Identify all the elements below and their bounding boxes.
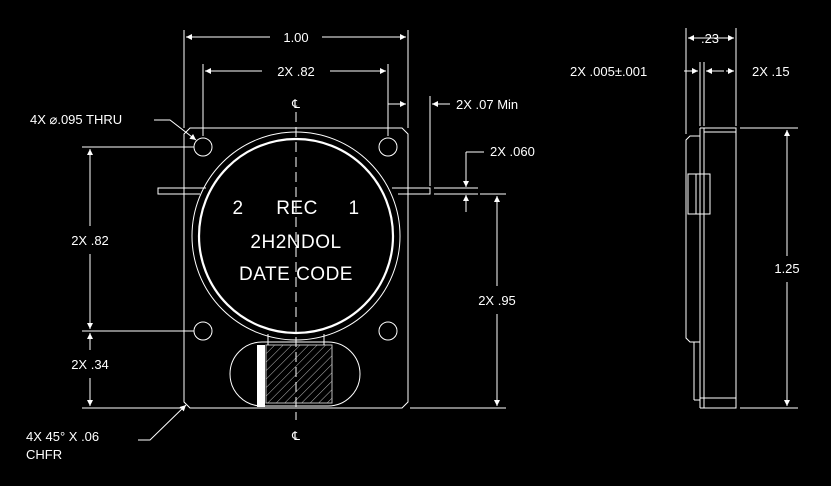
side-view: .23 2X .005±.001 2X .15 1.25 xyxy=(570,28,800,409)
svg-text:2X .82: 2X .82 xyxy=(71,233,109,248)
side-base-plate xyxy=(685,135,700,343)
svg-text:2X .15: 2X .15 xyxy=(752,64,790,79)
termination-band xyxy=(257,345,265,407)
svg-text:1.25: 1.25 xyxy=(774,261,799,276)
svg-text:4X 45° X .06: 4X 45° X .06 xyxy=(26,429,99,444)
svg-text:.23: .23 xyxy=(701,31,719,46)
svg-text:1.00: 1.00 xyxy=(283,30,308,45)
dim-tab-thickness: 2X .060 xyxy=(434,144,535,212)
side-tab-block xyxy=(687,173,711,215)
mounting-hole-top-right xyxy=(378,137,398,157)
dim-side-thickness: .23 xyxy=(685,28,737,134)
svg-text:2X .07 Min: 2X .07 Min xyxy=(456,97,518,112)
svg-text:2X .005±.001: 2X .005±.001 xyxy=(570,64,647,79)
svg-text:4X ⌀.095 THRU: 4X ⌀.095 THRU xyxy=(30,112,122,127)
mounting-hole-bottom-right xyxy=(378,321,398,341)
centerline-symbol-bottom: ℄ xyxy=(291,429,300,443)
svg-text:2X .82: 2X .82 xyxy=(277,64,315,79)
svg-text:2X .060: 2X .060 xyxy=(490,144,535,159)
label-date-code: DATE CODE xyxy=(239,264,353,285)
svg-text:2X .34: 2X .34 xyxy=(71,357,109,372)
label-rec: REC xyxy=(276,198,318,219)
dim-hole-spacing-x: 2X .82 xyxy=(202,64,389,136)
dim-hole-offset-y: 2X .34 xyxy=(71,333,182,409)
callout-chamfer: 4X 45° X .06 CHFR xyxy=(26,404,187,462)
side-body-outline xyxy=(700,127,737,409)
front-view: ℄ ℄ 2 REC 1 2H2NDOL DATE CODE 1.00 2X .8… xyxy=(26,30,535,462)
mounting-hole-top-left xyxy=(193,137,213,157)
label-part-number: 2H2NDOL xyxy=(250,232,341,253)
dim-side-height: 1.25 xyxy=(740,127,800,409)
centerline-symbol-top: ℄ xyxy=(291,97,300,111)
left-tab xyxy=(157,187,206,195)
mounting-hole-bottom-left xyxy=(193,321,213,341)
dim-side-base: 2X .005±.001 xyxy=(570,62,724,126)
svg-text:2X .95: 2X .95 xyxy=(478,293,516,308)
svg-text:CHFR: CHFR xyxy=(26,447,62,462)
circulator-disk-inner xyxy=(197,137,395,335)
right-tab xyxy=(392,187,431,195)
label-port-1: 1 xyxy=(348,198,359,219)
label-port-2: 2 xyxy=(232,198,243,219)
dim-tab-height: 2X .95 xyxy=(410,193,516,409)
termination-pocket xyxy=(229,334,361,407)
housing-outline xyxy=(183,127,409,409)
termination-chip xyxy=(265,344,333,404)
dim-side-flange: 2X .15 xyxy=(726,64,790,79)
dim-tab-min: 2X .07 Min xyxy=(388,96,518,186)
callout-holes: 4X ⌀.095 THRU xyxy=(30,112,197,141)
dim-hole-spacing-y: 2X .82 xyxy=(71,146,194,332)
